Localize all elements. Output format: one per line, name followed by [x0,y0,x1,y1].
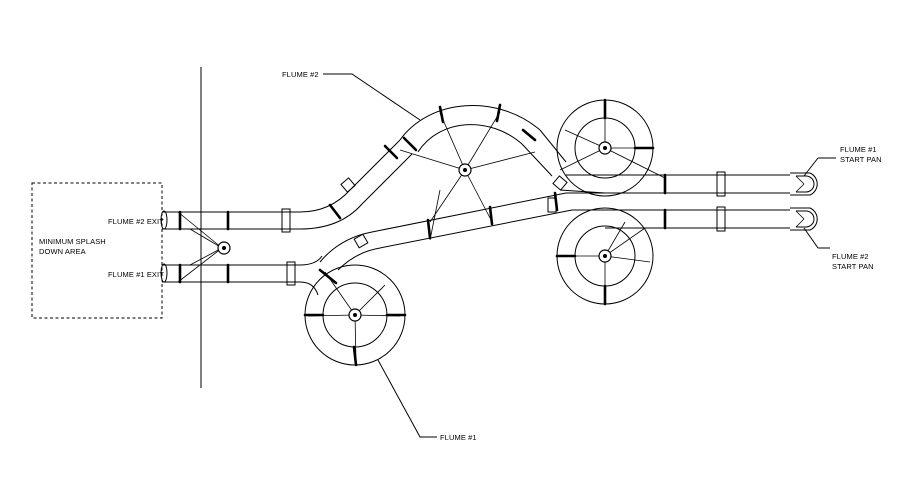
flume-2-helix [399,111,536,241]
flume-1-start-pan [790,172,818,196]
flume-1-start-pan-label-line-2: START PAN [840,155,882,164]
flume-1-exit-end [160,263,168,283]
flume-joint-bands [178,98,667,367]
splash-area-label-line-2: DOWN AREA [39,247,86,256]
flume-2-exit-end [160,210,168,230]
flume-1-start-pan-label-line-1: FLUME #1 [840,145,877,154]
splash-area-label-line-1: MINIMUM SPLASH [39,237,106,246]
flume-2-tube [162,105,790,271]
splice-plates [281,171,726,286]
flume-1-label: FLUME #1 [440,433,477,442]
splash-down-area [31,182,163,319]
flume-1-exit-label: FLUME #1 EXIT [108,270,164,279]
exit-support-tower [177,211,231,283]
flume-2-start-pan-label-line-1: FLUME #2 [832,252,869,261]
flume-2-start-pan-label-line-2: START PAN [832,262,874,271]
flume-2-start-pan [790,207,818,231]
flume-1-tube [162,174,790,296]
flume-2-label: FLUME #2 [282,70,319,79]
flume-2-exit-label: FLUME #2 EXIT [108,217,164,226]
callout-leaders [323,73,836,438]
